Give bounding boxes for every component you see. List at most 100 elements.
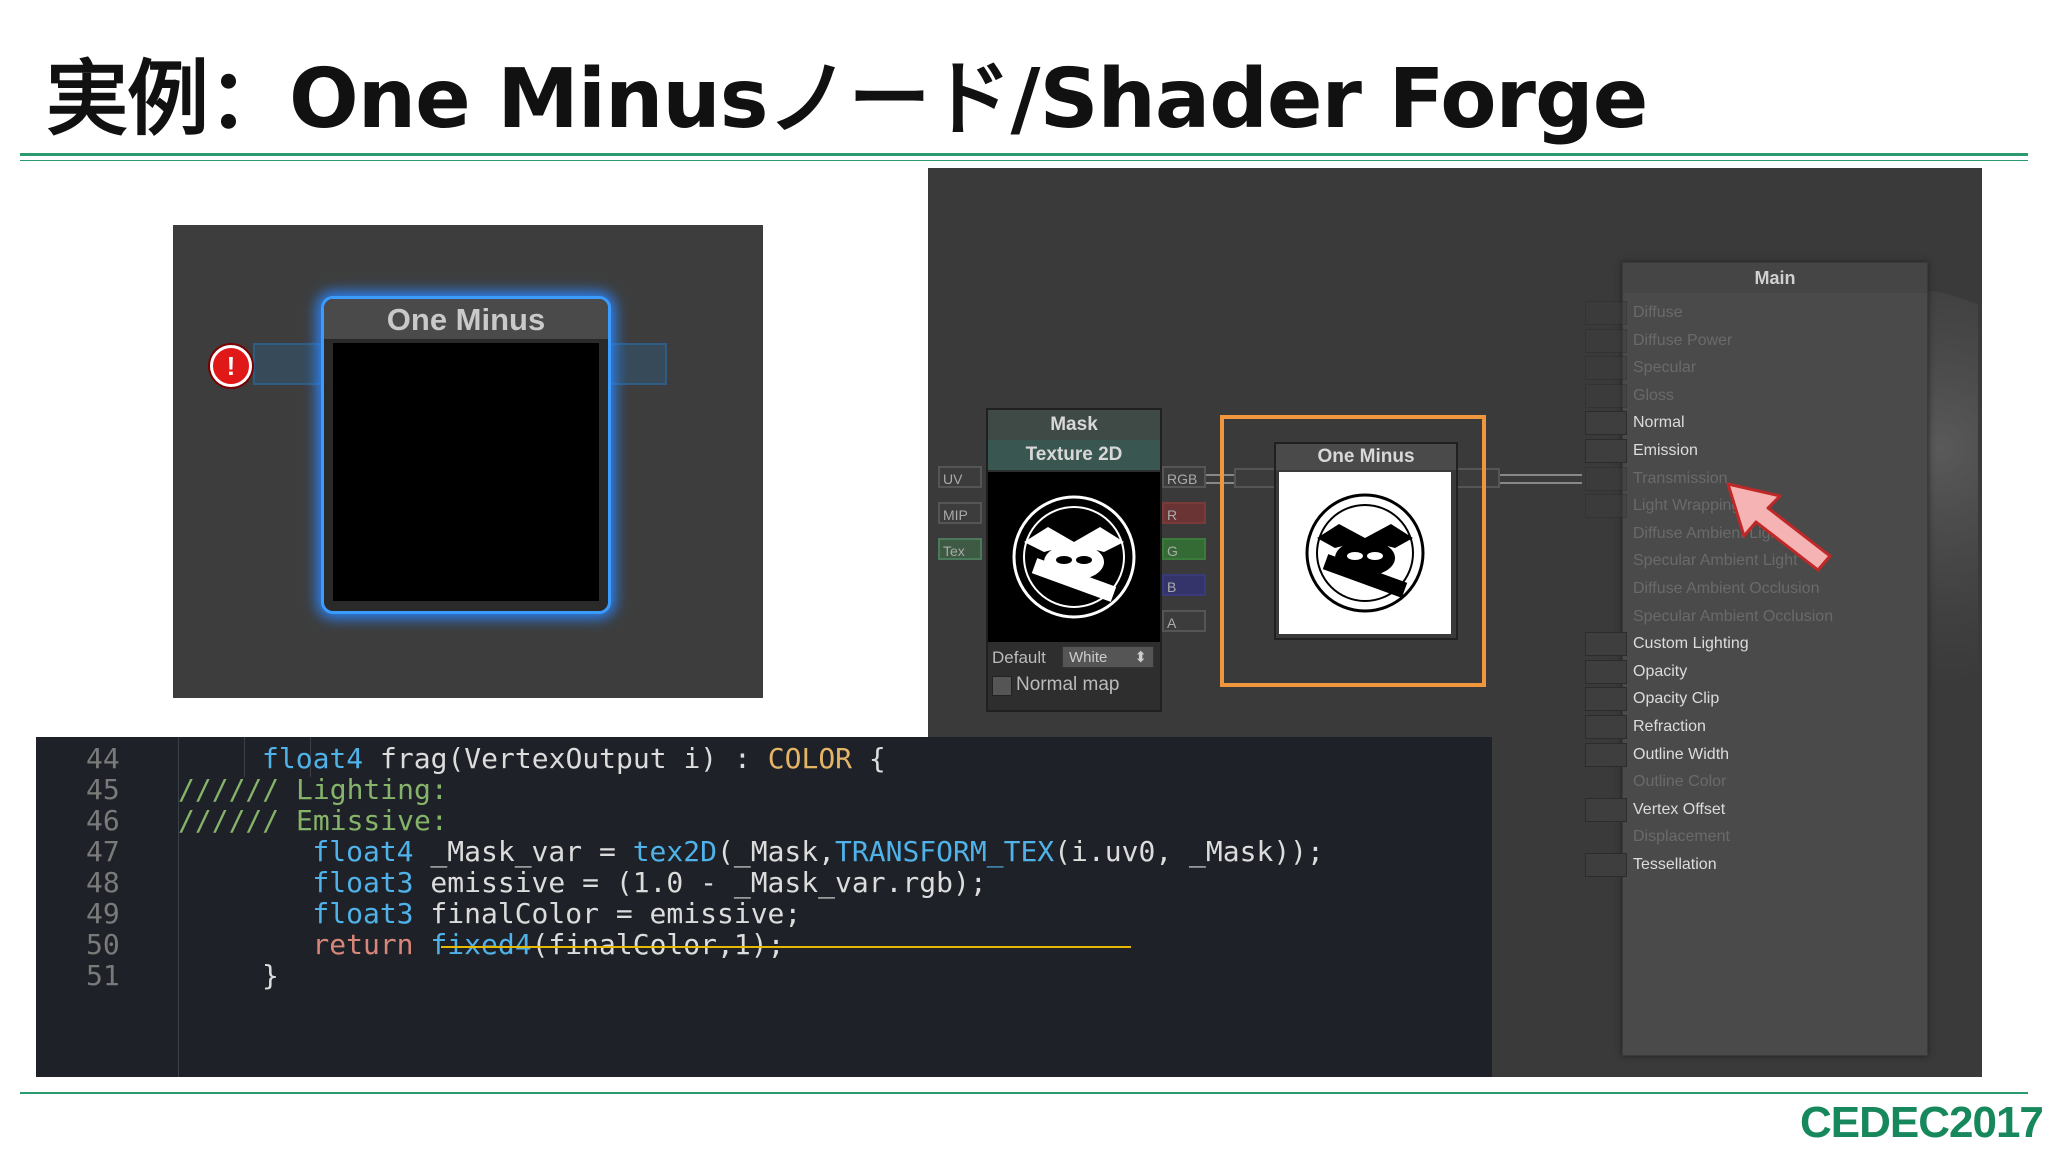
select-arrows-icon: ⬍ xyxy=(1134,649,1147,666)
title-divider xyxy=(20,153,2028,156)
main-row-label: Light Wrapping xyxy=(1633,497,1741,515)
main-row-input-slot[interactable] xyxy=(1585,715,1627,739)
main-row-diffuse-power[interactable]: Diffuse Power xyxy=(1585,327,1919,354)
code-text: } xyxy=(262,956,279,996)
normal-map-checkbox[interactable] xyxy=(992,676,1012,696)
main-row-custom-lighting[interactable]: Custom Lighting xyxy=(1585,630,1919,657)
main-row-label: Transmission xyxy=(1633,469,1728,487)
default-color-select[interactable]: White ⬍ xyxy=(1062,646,1154,668)
main-row-label: Specular Ambient Light xyxy=(1633,552,1798,570)
title-divider-thin xyxy=(20,160,2028,161)
main-row-input-slot[interactable] xyxy=(1585,439,1627,463)
main-row-label: Diffuse xyxy=(1633,304,1683,321)
code-text: float3 finalColor = emissive; xyxy=(312,894,801,934)
main-row-tessellation[interactable]: Tessellation xyxy=(1585,851,1919,878)
default-color-value: White xyxy=(1069,649,1108,666)
port-g[interactable]: G xyxy=(1162,538,1206,560)
line-number: 51 xyxy=(86,959,120,992)
main-row-normal[interactable]: Normal xyxy=(1585,409,1919,436)
code-token: : xyxy=(734,742,751,775)
main-row-refraction[interactable]: Refraction xyxy=(1585,713,1919,740)
port-r[interactable]: R xyxy=(1162,502,1206,524)
code-token: emissive = (1.0 - _Mask_var.rgb); xyxy=(413,866,987,899)
code-line: 48 float3 emissive = (1.0 - _Mask_var.rgb… xyxy=(36,863,1492,903)
unity-chan-logo-icon xyxy=(1012,495,1136,619)
main-panel-title: Main xyxy=(1623,263,1927,293)
main-row-input-slot[interactable] xyxy=(1585,383,1627,408)
main-row-input-slot[interactable] xyxy=(1585,797,1627,822)
node-preview xyxy=(333,343,599,601)
code-token: (i.uv0, _Mask)); xyxy=(1054,835,1324,868)
mask-node-subtitle: Texture 2D xyxy=(988,440,1160,470)
port-rgb[interactable]: RGB xyxy=(1162,466,1206,488)
one-minus-highlight-box xyxy=(1220,415,1486,687)
main-row-input-slot[interactable] xyxy=(1585,632,1627,657)
node-input-connector[interactable] xyxy=(253,343,323,385)
code-token: float4 xyxy=(262,742,364,775)
main-row-label: Custom Lighting xyxy=(1633,635,1749,653)
main-row-input-slot[interactable] xyxy=(1585,301,1627,325)
main-row-label: Specular Ambient Occlusion xyxy=(1633,607,1834,625)
port-tex[interactable]: Tex xyxy=(938,538,982,560)
code-token: float3 xyxy=(312,866,414,899)
main-row-input-slot[interactable] xyxy=(1585,411,1627,436)
main-row-input-slot[interactable] xyxy=(1585,687,1627,712)
line-number: 48 xyxy=(86,866,120,899)
node-title: One Minus xyxy=(324,299,608,339)
code-token: tex2D xyxy=(632,835,717,868)
main-row-label: Outline Width xyxy=(1633,745,1730,763)
node-output-connector[interactable] xyxy=(607,343,667,385)
main-row-input-slot[interactable] xyxy=(1585,494,1627,519)
code-underline xyxy=(441,946,1131,948)
main-row-label: Emission xyxy=(1633,442,1698,459)
port-uv[interactable]: UV xyxy=(938,466,982,488)
code-token: fixed4 xyxy=(430,928,532,961)
code-token: _Mask_var = xyxy=(413,835,633,868)
main-row-diffuse[interactable]: Diffuse xyxy=(1585,299,1919,326)
main-row-outline-width[interactable]: Outline Width xyxy=(1585,741,1919,768)
main-row-outline-color[interactable]: Outline Color xyxy=(1631,768,1919,795)
port-a[interactable]: A xyxy=(1162,610,1206,632)
code-token: TRANSFORM_TEX xyxy=(835,835,1055,868)
code-token: ////// Emissive: xyxy=(178,804,448,837)
code-token: COLOR xyxy=(750,742,853,775)
code-token: ////// Lighting: xyxy=(178,773,448,806)
main-row-input-slot[interactable] xyxy=(1585,356,1627,381)
code-token: (finalColor,1); xyxy=(531,928,785,961)
main-row-opacity-clip[interactable]: Opacity Clip xyxy=(1585,685,1919,712)
main-row-vertex-offset[interactable]: Vertex Offset xyxy=(1585,796,1919,823)
main-row-light-wrapping[interactable]: Light Wrapping xyxy=(1585,492,1919,519)
main-row-input-slot[interactable] xyxy=(1585,328,1627,353)
main-row-label: Specular xyxy=(1633,359,1697,377)
code-text: float3 emissive = (1.0 - _Mask_var.rgb); xyxy=(312,863,986,903)
main-row-opacity[interactable]: Opacity xyxy=(1585,658,1919,685)
main-row-specular-ambient-light[interactable]: Specular Ambient Light xyxy=(1631,547,1919,574)
code-token: return xyxy=(312,928,414,961)
main-row-label: Opacity xyxy=(1633,662,1688,680)
main-row-input-slot[interactable] xyxy=(1585,466,1627,491)
one-minus-node[interactable]: One Minus xyxy=(321,296,611,614)
main-row-gloss[interactable]: Gloss xyxy=(1585,382,1919,409)
mask-texture-preview xyxy=(988,472,1160,642)
port-mip[interactable]: MIP xyxy=(938,502,982,524)
main-row-specular-ambient-occlusion[interactable]: Specular Ambient Occlusion xyxy=(1631,603,1919,630)
code-token: (_Mask, xyxy=(717,835,836,868)
main-row-label: Diffuse Power xyxy=(1633,331,1733,349)
port-b[interactable]: B xyxy=(1162,574,1206,596)
main-row-input-slot[interactable] xyxy=(1585,742,1627,767)
main-row-input-slot[interactable] xyxy=(1585,853,1627,877)
line-number: 44 xyxy=(86,742,120,775)
main-row-emission[interactable]: Emission xyxy=(1585,437,1919,464)
indent-guide xyxy=(244,737,245,777)
main-row-input-slot[interactable] xyxy=(1585,659,1627,684)
main-row-displacement[interactable]: Displacement xyxy=(1631,823,1919,850)
main-row-transmission[interactable]: Transmission xyxy=(1585,465,1919,492)
main-row-diffuse-ambient-occlusion[interactable]: Diffuse Ambient Occlusion xyxy=(1631,575,1919,602)
main-row-specular[interactable]: Specular xyxy=(1585,354,1919,381)
main-row-label: Displacement xyxy=(1633,828,1730,846)
